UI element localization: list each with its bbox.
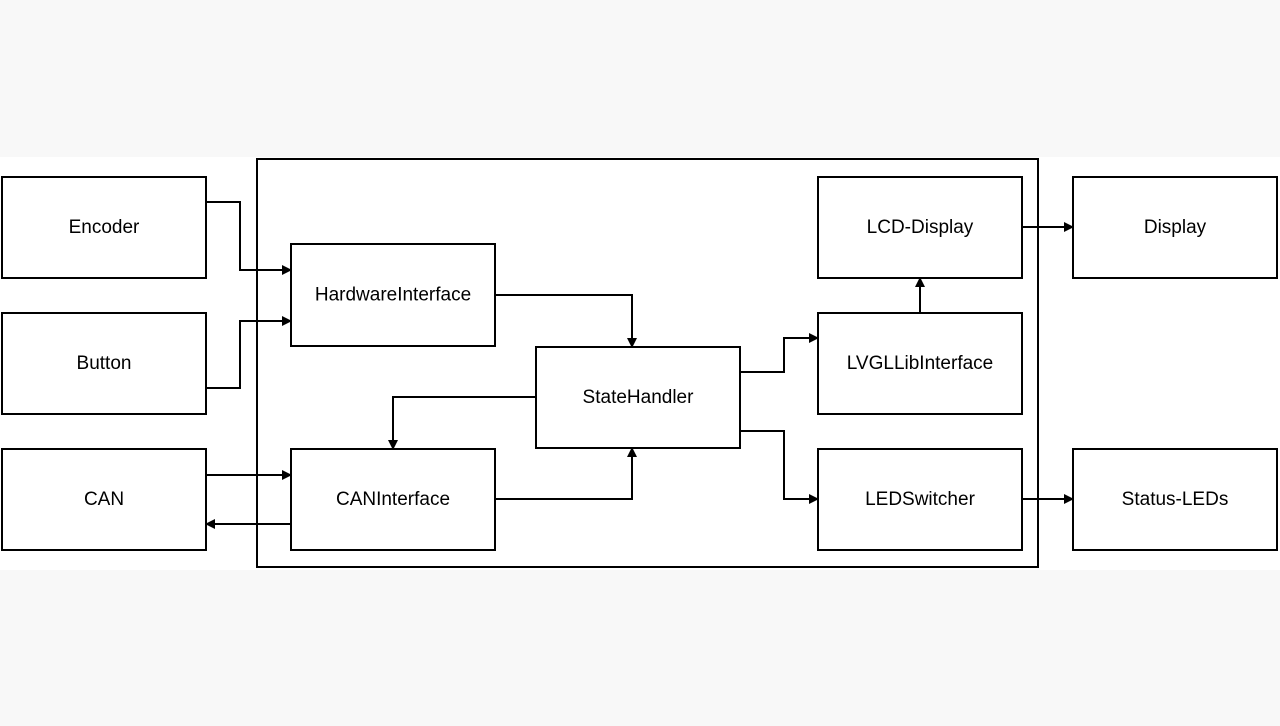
- edge-state-handler-to-lvgl-lib-interface: [740, 333, 819, 373]
- node-label: HardwareInterface: [315, 285, 471, 306]
- node-box: [1, 312, 207, 415]
- edges-layer: [205, 201, 1074, 529]
- node-label: Status-LEDs: [1122, 489, 1229, 510]
- edge-state-handler-to-can-interface: [388, 396, 536, 450]
- node-box: [1, 176, 207, 279]
- node-box: [817, 176, 1023, 279]
- node-label: LVGLLibInterface: [847, 353, 993, 374]
- node-label: CANInterface: [336, 489, 450, 510]
- node-button: Button: [1, 312, 207, 415]
- node-can: CAN: [1, 448, 207, 551]
- node-lvgl-lib-interface: LVGLLibInterface: [817, 312, 1023, 415]
- node-label: Button: [77, 353, 132, 374]
- node-can-interface: CANInterface: [290, 448, 496, 551]
- node-box: [1, 448, 207, 551]
- node-led-switcher: LEDSwitcher: [817, 448, 1023, 551]
- node-state-handler: StateHandler: [535, 346, 741, 449]
- edge-hardware-interface-to-state-handler: [495, 294, 637, 348]
- node-box: [1072, 176, 1278, 279]
- edge-state-handler-to-led-switcher: [740, 430, 819, 504]
- node-box: [817, 312, 1023, 415]
- edge-encoder-to-hardware-interface: [206, 201, 292, 275]
- node-box: [817, 448, 1023, 551]
- node-encoder: Encoder: [1, 176, 207, 279]
- node-box: [290, 243, 496, 347]
- node-label: Encoder: [69, 217, 140, 238]
- node-lcd-display: LCD-Display: [817, 176, 1023, 279]
- node-box: [290, 448, 496, 551]
- node-display: Display: [1072, 176, 1278, 279]
- edge-can-interface-to-state-handler: [495, 447, 637, 500]
- node-label: Display: [1144, 217, 1207, 238]
- system-boundary: [256, 158, 1039, 568]
- node-box: [535, 346, 741, 449]
- node-label: CAN: [84, 489, 124, 510]
- node-label: LEDSwitcher: [865, 489, 975, 510]
- node-status-leds: Status-LEDs: [1072, 448, 1278, 551]
- edge-button-to-hardware-interface: [206, 316, 292, 389]
- node-label: StateHandler: [583, 387, 695, 408]
- node-label: LCD-Display: [867, 217, 974, 238]
- node-hardware-interface: HardwareInterface: [290, 243, 496, 347]
- node-box: [1072, 448, 1278, 551]
